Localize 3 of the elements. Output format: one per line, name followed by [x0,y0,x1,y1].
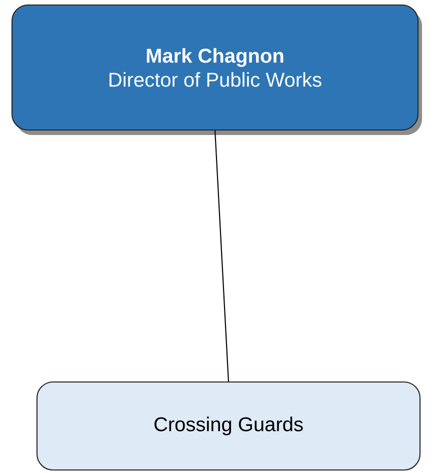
director-box: Mark Chagnon Director of Public Works [11,4,422,135]
connector-line [214,130,230,382]
unit-box: Crossing Guards [36,381,421,471]
